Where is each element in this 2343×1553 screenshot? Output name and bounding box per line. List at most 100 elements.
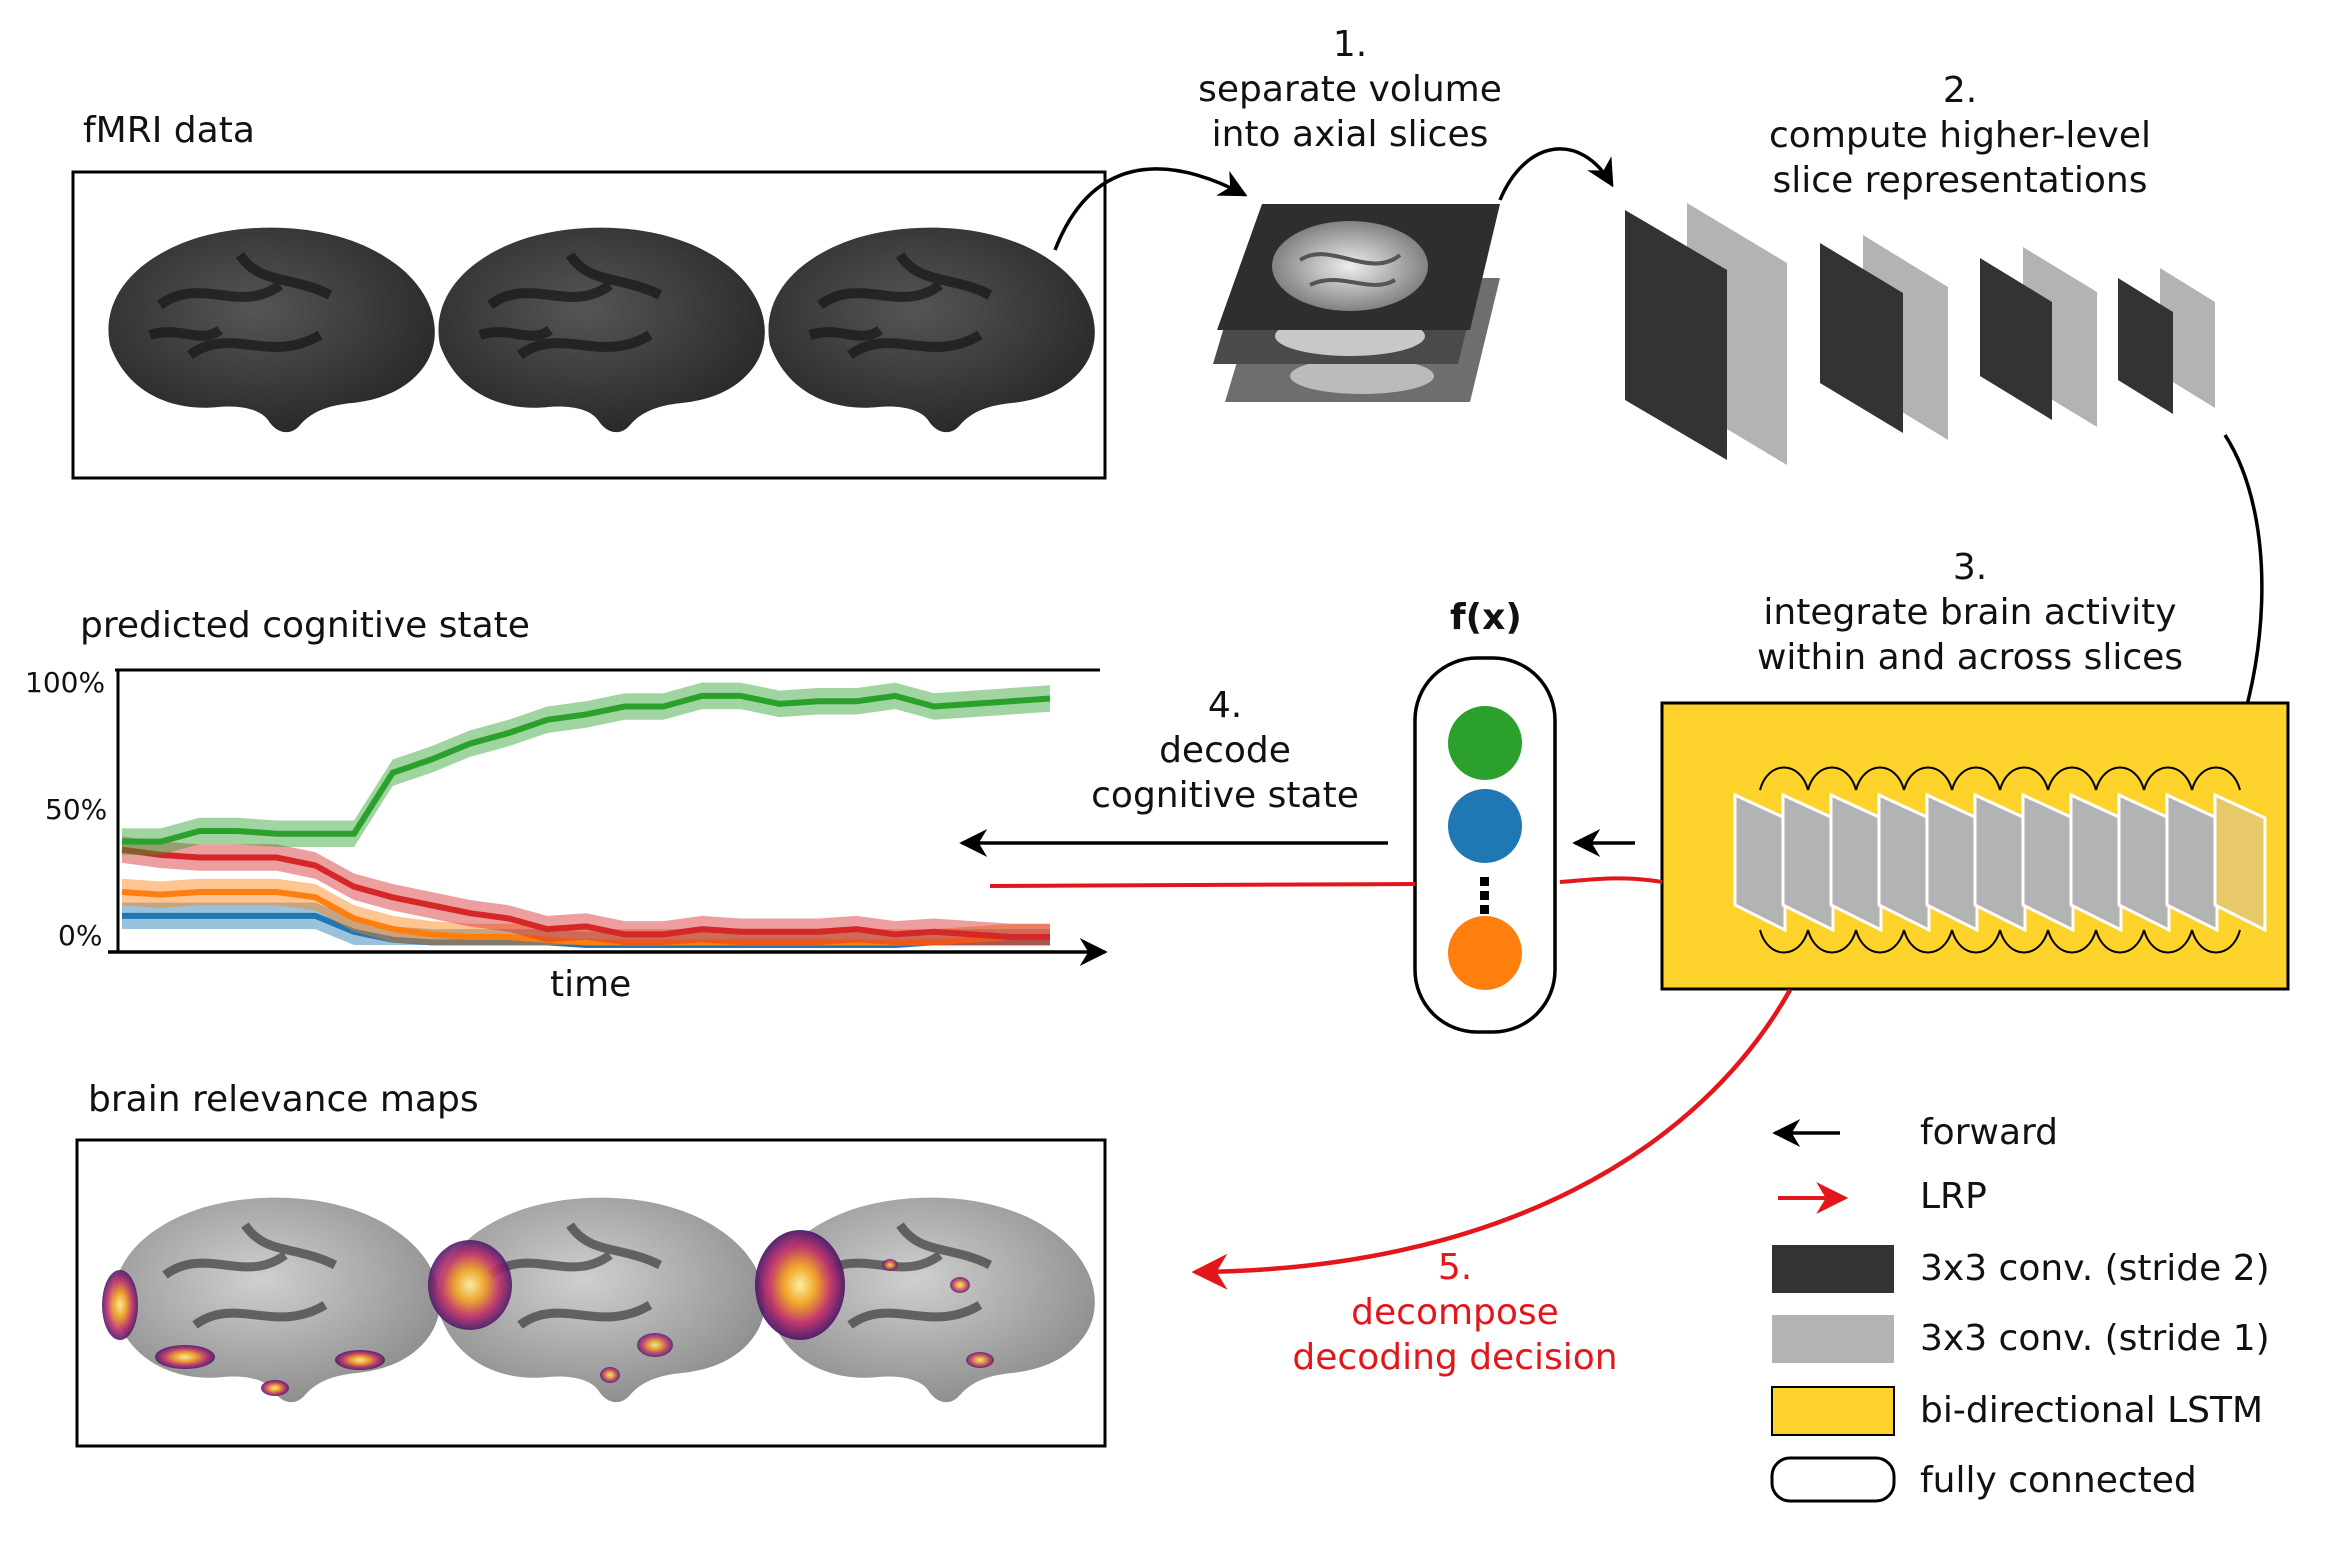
step-1-line-2: into axial slices	[1211, 114, 1489, 155]
lstm-loop-bottom-9	[2143, 929, 2193, 954]
conv-stride2-layer-4	[2118, 278, 2173, 414]
fmri-brain-1	[108, 227, 435, 433]
legend-lrp-label: LRP	[1920, 1176, 1987, 1217]
lstm-loop-bottom-3	[1855, 929, 1905, 954]
axial-slices-stack	[1213, 204, 1500, 402]
fc-ellipsis	[1480, 877, 1489, 914]
lstm-loop-top-4	[1903, 766, 1953, 791]
lstm-slice-1	[1733, 792, 1787, 933]
step-5-line-2: decoding decision	[1292, 1337, 1618, 1378]
step-3-line-1: integrate brain activity	[1763, 592, 2177, 633]
fmri-brain-2	[438, 227, 765, 433]
fc-unit-blue	[1448, 789, 1522, 863]
predicted-state-title: predicted cognitive state	[80, 605, 530, 646]
lstm-loop-top-10	[2191, 766, 2241, 791]
lstm-loop-top-7	[2047, 766, 2097, 791]
lstm-loop-bottom-10	[2191, 929, 2241, 954]
fmri-data-box	[71, 170, 1107, 480]
conv-layers-stack	[1625, 203, 2215, 465]
lstm-slice-2	[1781, 792, 1835, 933]
lstm-slice-4	[1877, 792, 1931, 933]
step-2-line-1: compute higher-level	[1769, 115, 2151, 156]
fmri-data-title: fMRI data	[83, 110, 255, 151]
legend	[1770, 1119, 1896, 1503]
y-tick-0: 0%	[58, 919, 103, 952]
y-tick-50: 50%	[45, 793, 108, 826]
lstm-loop-top-6	[1999, 766, 2049, 791]
fc-unit-green	[1448, 706, 1522, 780]
lstm-loop-top-1	[1759, 766, 1809, 791]
series-line-2	[121, 846, 1050, 941]
lstm-loop-top-5	[1951, 766, 2001, 791]
lstm-slices	[1733, 792, 2267, 933]
lstm-loop-bottom-4	[1903, 929, 1953, 954]
lrp-arrow-to-relevance	[1191, 988, 1792, 1290]
step-3-number: 3.	[1952, 547, 1988, 588]
lstm-slice-11	[2213, 792, 2267, 933]
step-2-line-2: slice representations	[1772, 160, 2148, 201]
lstm-loop-bottom-5	[1951, 929, 2001, 954]
fc-function-label: f(x)	[1450, 597, 1522, 638]
arrow-fmri-to-slices	[1053, 167, 1248, 251]
step-2-label: 2. compute higher-level slice representa…	[1720, 68, 2200, 203]
lstm-loop-bottom-7	[2047, 929, 2097, 954]
lstm-loop-bottom-2	[1807, 929, 1857, 954]
step-4-label: 4. decode cognitive state	[1050, 683, 1400, 818]
lstm-slice-9	[2117, 792, 2171, 933]
conv-stride2-layer-2	[1820, 243, 1903, 433]
y-tick-100: 100%	[25, 666, 106, 699]
conv-stride1-layer-4	[2160, 268, 2215, 408]
lstm-loop-top-2	[1807, 766, 1857, 791]
series-band-1	[122, 878, 1050, 945]
lstm-loop-top-3	[1855, 766, 1905, 791]
legend-conv-stride1-swatch	[1772, 1315, 1894, 1363]
lstm-loop-top-8	[2095, 766, 2145, 791]
legend-conv-stride2-swatch	[1772, 1245, 1894, 1293]
step-5-number: 5.	[1437, 1247, 1473, 1288]
legend-lstm-label: bi-directional LSTM	[1920, 1390, 2264, 1431]
legend-conv-stride1-label: 3x3 conv. (stride 1)	[1920, 1318, 2270, 1359]
step-1-line-1: separate volume	[1198, 69, 1502, 110]
step-1-number: 1.	[1332, 24, 1368, 65]
step-4-number: 4.	[1207, 685, 1243, 726]
step-5-line-1: decompose	[1351, 1292, 1559, 1333]
step-1-label: 1. separate volume into axial slices	[1150, 22, 1550, 157]
series-line-1	[121, 889, 1050, 946]
lstm-slice-6	[1973, 792, 2027, 933]
x-axis-label: time	[550, 964, 632, 1005]
lstm-loop-bottom-8	[2095, 929, 2145, 954]
series-line-3	[122, 692, 1051, 845]
lstm-slice-7	[2021, 792, 2075, 933]
relevance-brain-2	[428, 1197, 765, 1403]
relevance-maps-title: brain relevance maps	[88, 1079, 479, 1120]
fmri-brain-3	[768, 227, 1095, 433]
arrow-slices-to-conv	[1498, 147, 1614, 201]
lstm-loop-top-9	[2143, 766, 2193, 791]
legend-fc-swatch	[1770, 1456, 1896, 1503]
lstm-loop-bottom-1	[1759, 929, 1809, 954]
legend-lstm-swatch	[1771, 1386, 1895, 1436]
prediction-chart	[108, 668, 1108, 966]
series-band-3	[122, 682, 1050, 855]
step-4-line-2: cognitive state	[1091, 775, 1359, 816]
relevance-maps-box	[75, 1138, 1107, 1448]
lstm-slice-5	[1925, 792, 1979, 933]
lstm-slice-10	[2165, 792, 2219, 933]
step-2-number: 2.	[1942, 70, 1978, 111]
step-3-label: 3. integrate brain activity within and a…	[1720, 545, 2220, 680]
lstm-loop-bottom-6	[1999, 929, 2049, 954]
relevance-brain-3	[755, 1197, 1095, 1403]
conv-stride2-layer-1	[1625, 210, 1727, 460]
step-3-line-2: within and across slices	[1756, 637, 2184, 678]
fc-unit-orange	[1448, 916, 1522, 990]
relevance-brain-1	[102, 1197, 440, 1403]
lrp-line-fc-chart	[989, 882, 1416, 888]
step-4-line-1: decode	[1159, 730, 1291, 771]
conv-stride2-layer-3	[1980, 258, 2052, 420]
lstm-slice-8	[2069, 792, 2123, 933]
lstm-slice-3	[1829, 792, 1883, 933]
step-5-label: 5. decompose decoding decision	[1230, 1245, 1680, 1380]
legend-forward-label: forward	[1920, 1112, 2059, 1153]
legend-fc-label: fully connected	[1920, 1460, 2197, 1501]
